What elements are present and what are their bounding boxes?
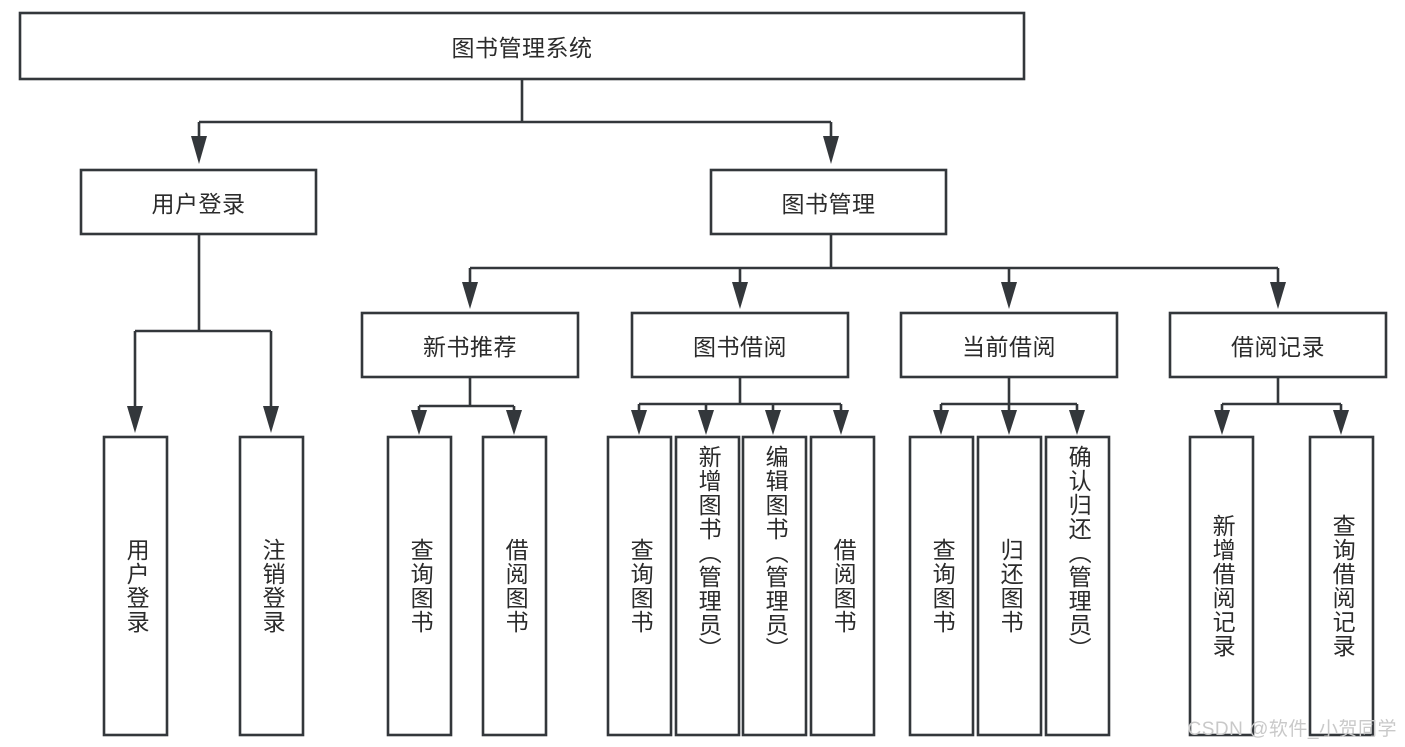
node-box-leaf-add-book-admin[interactable]: [674, 435, 741, 737]
arrow-head-root-to-user-login: [191, 136, 207, 164]
node-box-leaf-query-book-a[interactable]: [386, 435, 453, 737]
node-box-leaf-confirm-return-admin[interactable]: [1044, 435, 1111, 737]
node-box-leaf-edit-book-admin[interactable]: [741, 435, 808, 737]
node-box-current-borrow[interactable]: [899, 311, 1119, 379]
node-box-leaf-query-borrow-record[interactable]: [1308, 435, 1375, 737]
arrow-head-borrow-record-leaf1: [1214, 410, 1230, 435]
arrow-head-book-borrow-leaf3: [765, 410, 781, 435]
arrow-head-book-borrow-leaf2: [698, 410, 714, 435]
node-box-root[interactable]: [18, 11, 1026, 81]
arrow-head-current-borrow-leaf3: [1069, 410, 1085, 435]
node-box-leaf-user-login[interactable]: [102, 435, 169, 737]
node-box-book-borrow[interactable]: [630, 311, 850, 379]
node-box-leaf-query-book-b[interactable]: [606, 435, 673, 737]
node-box-leaf-return-book[interactable]: [976, 435, 1043, 737]
arrow-head-new-book-leaf2: [506, 410, 522, 435]
arrow-head-to-borrow-record: [1270, 282, 1286, 309]
arrow-head-book-borrow-leaf4: [833, 410, 849, 435]
arrow-head-to-book-borrow: [732, 282, 748, 309]
node-box-leaf-borrow-book-b[interactable]: [809, 435, 876, 737]
node-box-leaf-borrow-book-a[interactable]: [481, 435, 548, 737]
node-box-leaf-logout[interactable]: [238, 435, 305, 737]
edge-group-borrow-record-to-leaves: [1214, 377, 1349, 435]
node-box-user-login[interactable]: [79, 168, 318, 236]
node-box-leaf-add-borrow-record[interactable]: [1188, 435, 1255, 737]
edge-group-user-login-to-leaves: [127, 234, 279, 433]
edge-group-root-to-level2: [191, 79, 839, 164]
arrow-head-new-book-leaf1: [411, 410, 427, 435]
edge-group-book-borrow-to-leaves: [631, 377, 849, 435]
arrow-head-book-borrow-leaf1: [631, 410, 647, 435]
arrow-head-user-login-leaf1: [127, 406, 143, 433]
arrow-head-borrow-record-leaf2: [1333, 410, 1349, 435]
arrow-head-to-current-borrow: [1001, 282, 1017, 309]
arrow-head-root-to-book-mgmt: [823, 136, 839, 164]
node-box-leaf-query-book-c[interactable]: [908, 435, 975, 737]
node-box-borrow-record[interactable]: [1168, 311, 1388, 379]
edge-group-current-borrow-to-leaves: [933, 377, 1085, 435]
node-box-book-management[interactable]: [709, 168, 948, 236]
edge-group-new-book-to-leaves: [411, 377, 522, 435]
arrow-head-to-new-book-rec: [462, 282, 478, 309]
arrow-head-current-borrow-leaf2: [1001, 410, 1017, 435]
arrow-head-user-login-leaf2: [263, 406, 279, 433]
edge-group-book-mgmt-to-level3: [462, 234, 1286, 309]
arrow-head-current-borrow-leaf1: [933, 410, 949, 435]
node-box-new-book-recommend[interactable]: [360, 311, 580, 379]
